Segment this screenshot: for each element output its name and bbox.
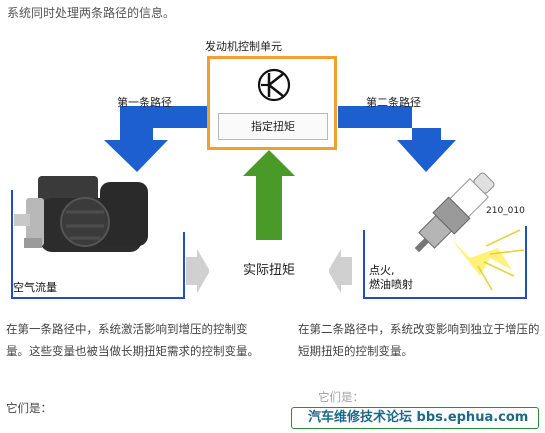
second-path-label: 第二条路径 <box>366 96 421 109</box>
second-path-arrow <box>338 106 456 172</box>
actual-torque-box: 实际扭矩 <box>209 248 329 294</box>
spark-plug-illustration <box>414 172 525 291</box>
paragraph-right: 在第二条路径中，系统改变影响到独立于增压的短期扭矩的控制变量。 <box>298 322 540 358</box>
list-intro-right: 它们是： <box>318 390 364 404</box>
list-intro-left: 它们是： <box>6 401 52 415</box>
right-gray-arrow <box>328 249 352 293</box>
ecu-logo-icon <box>257 68 291 102</box>
right-feedback-line <box>363 226 527 299</box>
left-feedback-line <box>11 190 185 299</box>
throttle-body-illustration <box>14 176 148 252</box>
paragraph-left: 在第一条路径中，系统激活影响到增压的控制变量。这些变量也被当做长期扭矩需求的控制… <box>6 322 259 358</box>
ignition-label-line2: 燃油喷射 <box>369 278 413 291</box>
intro-text: 系统同时处理两条路径的信息。 <box>7 6 176 20</box>
feedback-green-arrow <box>243 150 295 240</box>
first-path-label: 第一条路径 <box>117 96 172 109</box>
airflow-label: 空气流量 <box>13 281 57 294</box>
left-gray-arrow <box>186 249 210 293</box>
ecu-box: 指定扭矩 <box>207 56 337 150</box>
figure-code: 210_010 <box>486 206 525 216</box>
forum-banner: 汽车维修技术论坛 bbs.ephua.com <box>291 407 539 429</box>
specified-torque-label: 指定扭矩 <box>218 113 328 140</box>
ignition-label-line1: 点火, <box>369 264 395 277</box>
first-path-arrow <box>104 106 207 172</box>
ignition-label: 点火, 燃油喷射 <box>369 264 413 292</box>
ecu-title: 发动机控制单元 <box>205 40 282 53</box>
